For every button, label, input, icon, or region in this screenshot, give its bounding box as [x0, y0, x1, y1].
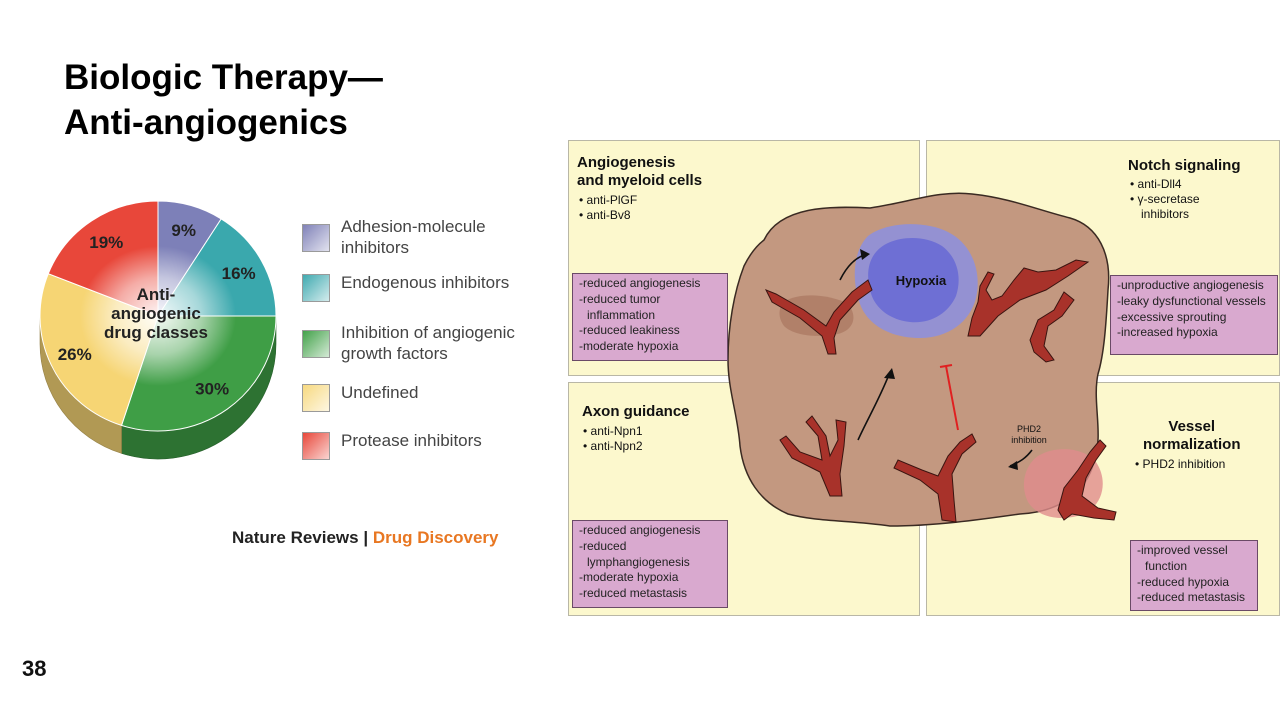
effects-notch-signaling: -unproductive angiogenesis -leaky dysfun…	[1110, 275, 1278, 355]
legend-item-adhesion-molecule-inhibitors: Adhesion-molecule inhibitors	[300, 214, 550, 262]
pie-label-adhesion-molecule-inhibitors: 9%	[171, 221, 196, 240]
legend-label: Inhibition of angiogenic growth factors	[341, 323, 515, 363]
arrowhead-to-hypoxia	[860, 249, 870, 260]
arrowhead-phd2	[1008, 461, 1018, 470]
panel-title: Vessel normalization	[1143, 418, 1241, 453]
effects-angiogenesis-myeloid: -reduced angiogenesis -reduced tumor inf…	[572, 273, 728, 361]
legend-swatch	[302, 274, 330, 302]
panel-bullets: PHD2 inhibition	[1135, 457, 1226, 472]
legend-item-endogenous-inhibitors: Endogenous inhibitors	[300, 270, 550, 318]
panel-bullets: anti-Dll4 γ-secretase inhibitors	[1130, 177, 1200, 222]
slide-number: 38	[22, 656, 47, 681]
tumor-tissue-illustration: Hypoxia	[727, 192, 1117, 527]
legend-swatch	[302, 330, 330, 358]
vessel-bottom-right	[1057, 439, 1117, 521]
pie-label-endogenous-inhibitors: 16%	[222, 264, 256, 283]
slide-title-line-1: Biologic Therapy—	[64, 58, 383, 97]
legend-item-undefined: Undefined	[300, 380, 550, 428]
vessel-top-right-sprout	[1029, 291, 1075, 363]
arrowhead-bottom-left	[884, 368, 895, 379]
slide-title-line-2: Anti-angiogenics	[64, 103, 348, 142]
panel-title: Axon guidance	[582, 403, 690, 420]
angiogenesis-diagram: Angiogenesis and myeloid cells anti-PlGF…	[568, 140, 1280, 616]
panel-title: Angiogenesis and myeloid cells	[577, 154, 703, 189]
hypoxia-zone-inner	[868, 237, 959, 323]
phd2-label-line-2: inhibition	[1011, 435, 1047, 445]
pie-label-undefined: 26%	[58, 345, 92, 364]
legend-item-protease-inhibitors: Protease inhibitors	[300, 428, 550, 476]
legend-label: Protease inhibitors	[341, 431, 482, 450]
effects-axon-guidance: -reduced angiogenesis -reduced lymphangi…	[572, 520, 728, 608]
panel-title: Notch signaling	[1128, 157, 1241, 174]
effects-vessel-normalization: -improved vessel function -reduced hypox…	[1130, 540, 1258, 611]
vessel-bottom-left	[779, 415, 847, 497]
credit-section: Drug Discovery	[372, 528, 499, 547]
credit-journal: Nature Reviews |	[232, 528, 369, 547]
figure-credit: Nature Reviews | Drug Discovery	[232, 528, 499, 548]
legend-label: Adhesion-molecule inhibitors	[341, 217, 486, 257]
pie-label-protease-inhibitors: 19%	[89, 233, 123, 252]
legend-swatch	[302, 224, 330, 252]
pie-center-highlight	[80, 246, 236, 386]
legend-swatch	[302, 432, 330, 460]
vessel-top-right	[967, 259, 1090, 337]
vessel-bottom-center	[893, 433, 977, 523]
panel-bullets: anti-Npn1 anti-Npn2	[583, 424, 643, 454]
legend-label: Endogenous inhibitors	[341, 273, 510, 292]
pie-label-inhibition-of-angiogenic-growth-factors: 30%	[195, 380, 229, 399]
legend-swatch	[302, 384, 330, 412]
vessel-top-left	[764, 279, 873, 355]
slide-title: Biologic Therapy— Anti-angiogenics	[64, 55, 544, 145]
inhibition-bar	[939, 364, 959, 431]
legend-label: Undefined	[341, 383, 419, 402]
phd2-label-line-1: PHD2	[1017, 424, 1041, 434]
panel-bullets: anti-PlGF anti-Bv8	[579, 193, 638, 223]
legend-item-inhibition-of-angiogenic-growth-factors: Inhibition of angiogenic growth factors	[300, 320, 550, 368]
arrow-bottom-left	[857, 371, 891, 441]
hypoxia-label: Hypoxia	[896, 273, 947, 288]
